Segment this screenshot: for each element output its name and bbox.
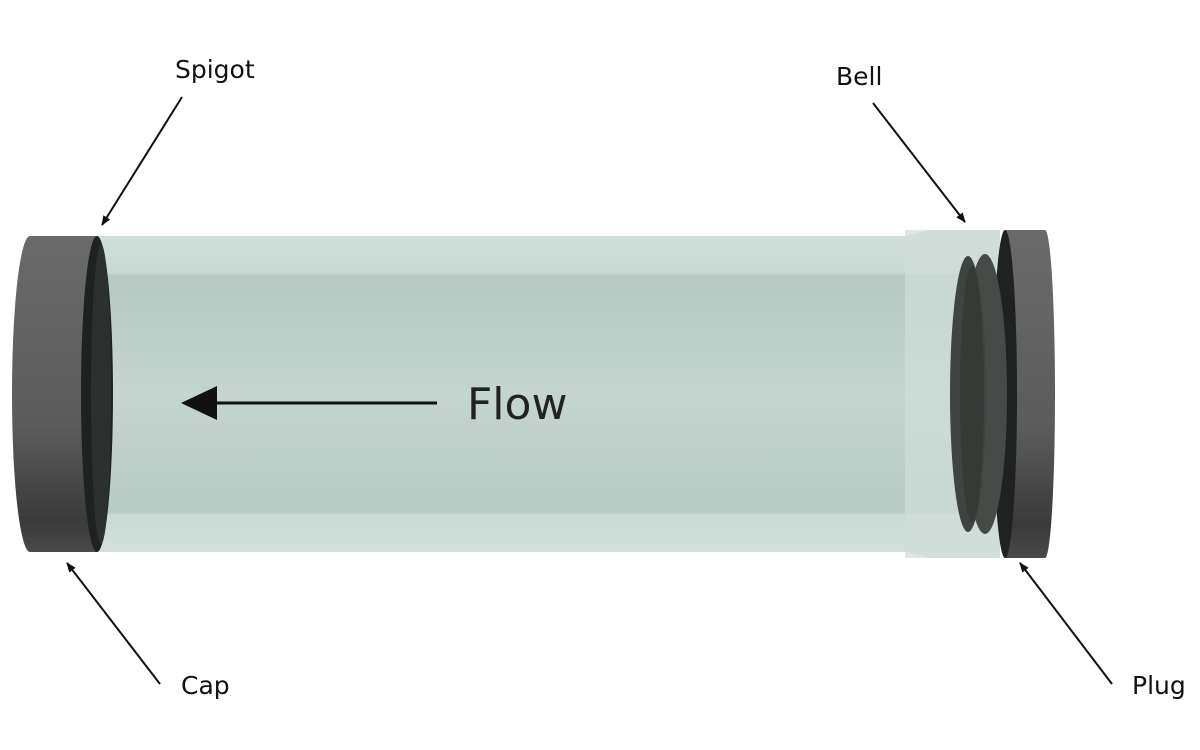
plug-label: Plug <box>1132 671 1186 700</box>
spigot-pointer <box>101 96 183 226</box>
flow-label: Flow <box>467 379 567 430</box>
plug-pointer <box>1019 562 1113 685</box>
flow-arrow <box>181 386 437 420</box>
bell-label: Bell <box>836 62 882 91</box>
plug <box>950 230 1055 558</box>
cap-pointer <box>66 562 161 685</box>
bell-pointer <box>872 102 966 223</box>
cap-label: Cap <box>181 671 230 700</box>
cap <box>12 236 113 552</box>
spigot-label: Spigot <box>175 55 255 84</box>
